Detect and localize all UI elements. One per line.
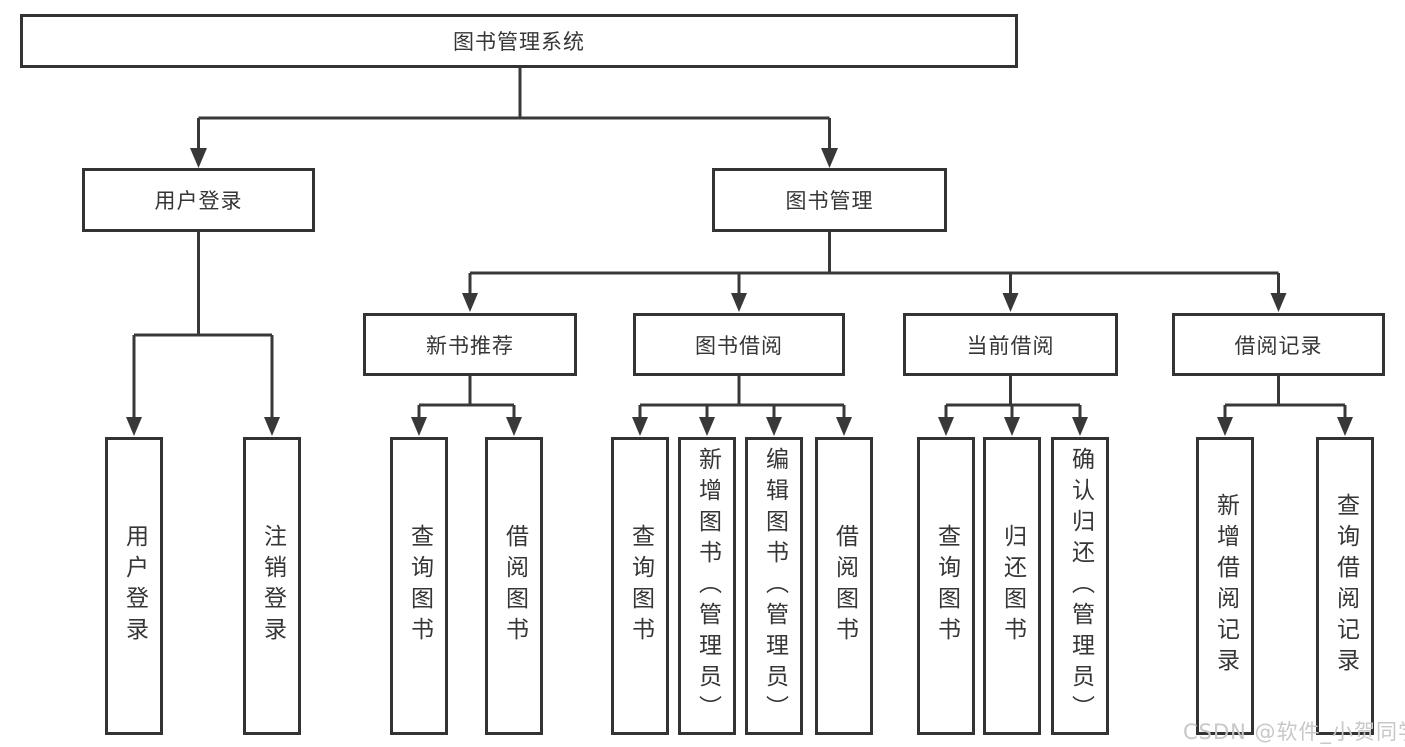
leaf-rec-query-books: 查询图书 (390, 437, 448, 735)
connector-current-to-leaves (944, 376, 1082, 418)
leaf-cb-confirm-return-admin-label: 确认归还（管理员） (1067, 446, 1094, 726)
leaf-bb-add-books-admin: 新增图书（管理员） (678, 437, 736, 735)
leaf-rec-borrow-books: 借阅图书 (485, 437, 543, 735)
connector-rec-to-leaves (417, 376, 516, 418)
leaf-rec-query-books-label: 查询图书 (406, 524, 433, 648)
arrowheads-borrow-leaves (632, 417, 852, 436)
node-new-book-recommendation-label: 新书推荐 (426, 333, 514, 358)
arrowheads-rec-leaves (411, 417, 522, 436)
connector-login-to-leaves (132, 232, 274, 418)
node-current-borrowing: 当前借阅 (903, 313, 1118, 376)
leaf-cb-query-books-label: 查询图书 (933, 524, 960, 648)
leaf-cb-query-books: 查询图书 (917, 437, 975, 735)
node-user-login: 用户登录 (82, 168, 315, 232)
node-borrowing-records: 借阅记录 (1172, 313, 1385, 376)
node-borrowing-records-label: 借阅记录 (1234, 333, 1323, 358)
node-current-borrowing-label: 当前借阅 (966, 333, 1055, 358)
leaf-cb-return-books-label: 归还图书 (999, 524, 1026, 648)
leaf-user-login: 用户登录 (105, 437, 163, 735)
arrowheads-level2 (190, 148, 838, 168)
leaf-br-add-record: 新增借阅记录 (1196, 437, 1254, 735)
node-book-borrowing-label: 图书借阅 (695, 333, 783, 358)
node-book-management: 图书管理 (712, 168, 947, 232)
node-user-login-label: 用户登录 (154, 189, 243, 213)
connector-mgmt-to-level3 (468, 232, 1280, 294)
arrowheads-current-leaves (938, 417, 1088, 436)
arrowheads-login-leaves (126, 417, 280, 436)
leaf-br-query-record-label: 查询借阅记录 (1332, 493, 1359, 679)
csdn-watermark: CSDN @软件_小贺同学 (1183, 720, 1405, 744)
connector-root-to-level2 (197, 68, 831, 149)
arrowheads-record-leaves (1217, 417, 1353, 436)
leaf-cb-return-books: 归还图书 (983, 437, 1041, 735)
node-book-borrowing: 图书借阅 (633, 313, 845, 376)
connector-record-to-leaves (1223, 376, 1347, 418)
leaf-bb-query-books-label: 查询图书 (627, 524, 654, 648)
leaf-logout: 注销登录 (243, 437, 301, 735)
leaf-bb-borrow-books: 借阅图书 (815, 437, 873, 735)
leaf-br-query-record: 查询借阅记录 (1316, 437, 1374, 735)
leaf-bb-query-books: 查询图书 (611, 437, 669, 735)
leaf-user-login-label: 用户登录 (121, 524, 148, 648)
node-root-label: 图书管理系统 (453, 30, 585, 54)
node-new-book-recommendation: 新书推荐 (363, 313, 577, 376)
leaf-bb-edit-books-admin: 编辑图书（管理员） (745, 437, 803, 735)
leaf-logout-label: 注销登录 (259, 524, 286, 648)
node-root-library-system: 图书管理系统 (20, 14, 1018, 68)
leaf-bb-edit-books-admin-label: 编辑图书（管理员） (761, 446, 788, 726)
node-book-management-label: 图书管理 (785, 189, 874, 213)
leaf-bb-add-books-admin-label: 新增图书（管理员） (694, 446, 721, 726)
arrowheads-level3 (462, 293, 1287, 312)
leaf-rec-borrow-books-label: 借阅图书 (501, 524, 528, 648)
connector-borrow-to-leaves (638, 376, 846, 418)
leaf-br-add-record-label: 新增借阅记录 (1212, 493, 1239, 679)
leaf-cb-confirm-return-admin: 确认归还（管理员） (1051, 437, 1109, 735)
leaf-bb-borrow-books-label: 借阅图书 (831, 524, 858, 648)
